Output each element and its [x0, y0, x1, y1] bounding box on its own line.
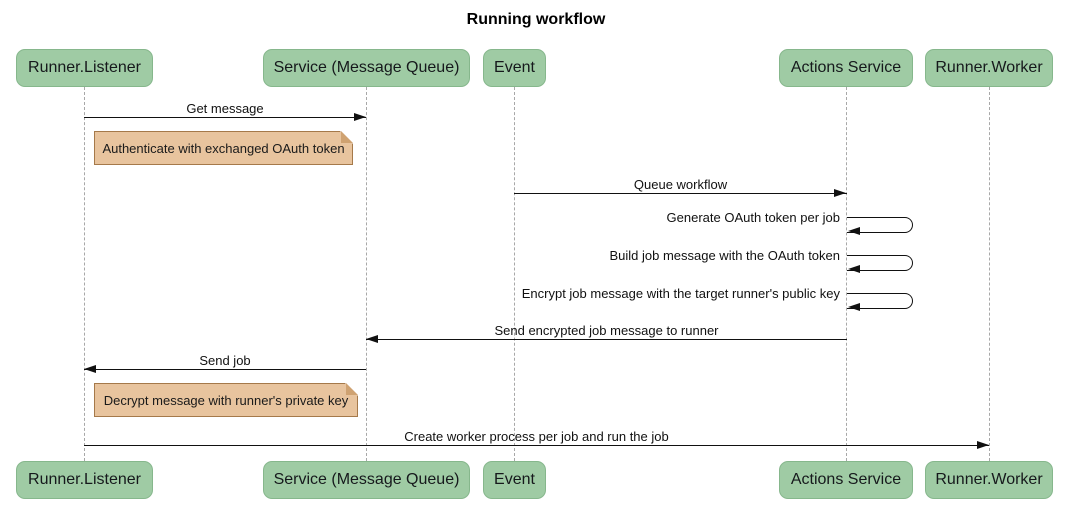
- lifeline-runner-worker: [989, 87, 990, 461]
- self-loop: [847, 255, 913, 271]
- participant-runner-worker-bottom: Runner.Worker: [925, 461, 1053, 499]
- self-loop: [847, 217, 913, 233]
- message-label-send-job: Send job: [199, 353, 251, 368]
- participant-label: Service (Message Queue): [273, 471, 460, 488]
- participant-runner-worker-top: Runner.Worker: [925, 49, 1053, 87]
- participant-label: Actions Service: [790, 59, 902, 76]
- participant-label: Runner.Listener: [28, 59, 141, 76]
- participant-service-message-queue-bottom: Service (Message Queue): [263, 461, 470, 499]
- note-text: Authenticate with exchanged OAuth token: [102, 140, 345, 156]
- participant-actions-service-top: Actions Service: [779, 49, 913, 87]
- arrowhead-right-icon: [834, 189, 846, 197]
- note-fold-icon: [346, 383, 358, 395]
- arrowhead-left-icon: [84, 365, 96, 373]
- participant-runner-listener-top: Runner.Listener: [16, 49, 153, 87]
- diagram-title: Running workflow: [466, 11, 606, 28]
- message-line: [366, 339, 847, 340]
- participant-label: Service (Message Queue): [273, 59, 460, 76]
- message-label-queue-workflow: Queue workflow: [633, 177, 728, 192]
- participant-label: Actions Service: [790, 471, 902, 488]
- note-fold-icon: [341, 131, 353, 143]
- arrowhead-right-icon: [977, 441, 989, 449]
- message-label-get-message: Get message: [186, 101, 264, 116]
- self-loop: [847, 293, 913, 309]
- participant-label: Event: [494, 59, 535, 76]
- participant-label: Runner.Worker: [935, 59, 1043, 76]
- message-label-encrypt-job-message: Encrypt job message with the target runn…: [521, 286, 840, 301]
- arrowhead-left-icon: [848, 227, 860, 235]
- participant-runner-listener-bottom: Runner.Listener: [16, 461, 153, 499]
- participant-event-bottom: Event: [483, 461, 546, 499]
- message-label-build-job-message: Build job message with the OAuth token: [609, 248, 840, 263]
- message-label-generate-oauth: Generate OAuth token per job: [666, 210, 840, 225]
- participant-label: Event: [494, 471, 535, 488]
- message-line: [84, 369, 366, 370]
- lifeline-runner-listener: [84, 87, 85, 461]
- message-line: [514, 193, 847, 194]
- message-label-send-encrypted: Send encrypted job message to runner: [494, 323, 719, 338]
- participant-event-top: Event: [483, 49, 546, 87]
- message-line: [84, 117, 366, 118]
- note-decrypt: Decrypt message with runner's private ke…: [94, 383, 358, 417]
- arrowhead-left-icon: [848, 303, 860, 311]
- note-authenticate: Authenticate with exchanged OAuth token: [94, 131, 353, 165]
- lifeline-event: [514, 87, 515, 461]
- note-text: Decrypt message with runner's private ke…: [103, 392, 349, 408]
- message-label-create-worker: Create worker process per job and run th…: [404, 429, 669, 444]
- participant-label: Runner.Listener: [28, 471, 141, 488]
- lifeline-actions-service: [846, 87, 847, 461]
- arrowhead-left-icon: [366, 335, 378, 343]
- participant-actions-service-bottom: Actions Service: [779, 461, 913, 499]
- arrowhead-right-icon: [354, 113, 366, 121]
- message-line: [84, 445, 989, 446]
- lifeline-service-message-queue: [366, 87, 367, 461]
- participant-service-message-queue-top: Service (Message Queue): [263, 49, 470, 87]
- participant-label: Runner.Worker: [935, 471, 1043, 488]
- arrowhead-left-icon: [848, 265, 860, 273]
